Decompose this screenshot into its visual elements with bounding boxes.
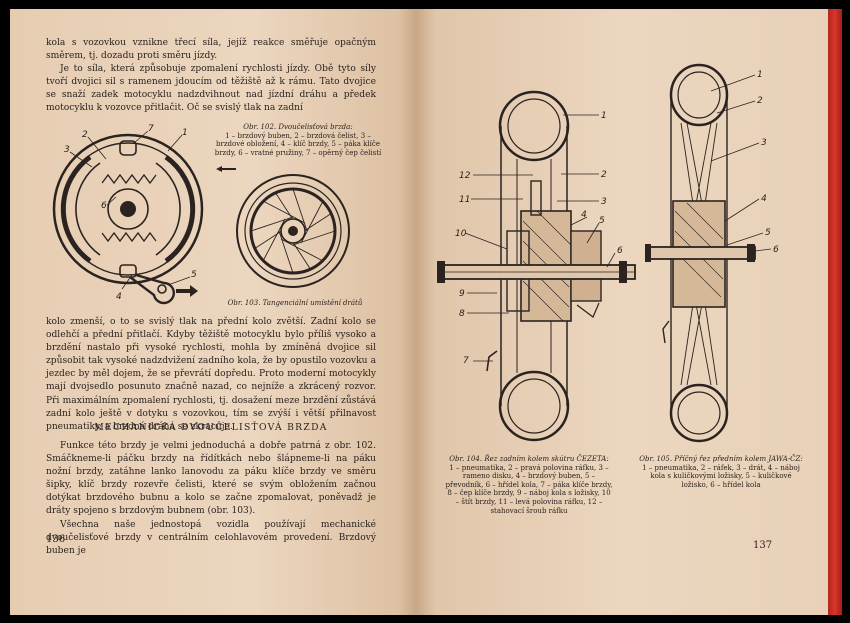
left-page: kola s vozovkou vznikne třecí síla, její… — [10, 9, 415, 615]
fig104-legend: 1 – pneumatika, 2 – pravá polovina ráfku… — [445, 463, 613, 515]
right-page: 1 2 3 4 5 6 7 8 9 10 11 12 Obr. 104. Řez… — [415, 9, 828, 615]
paragraph-4: Funkce této brzdy je velmi jednoduchá a … — [46, 441, 376, 517]
fig105-label-4: 4 — [761, 194, 767, 204]
fig102-label-6: 6 — [101, 201, 107, 211]
fig105-label-3: 3 — [761, 138, 767, 148]
fig104-label-2: 2 — [601, 170, 607, 180]
fig102-legend: 1 – brzdový buben, 2 – brzdová čelist, 3… — [214, 131, 382, 157]
paragraph-5: Všechna naše jednostopá vozidla používaj… — [46, 519, 376, 556]
fig104-label-12: 12 — [459, 171, 471, 181]
fig104-label-5: 5 — [599, 216, 605, 226]
fig104-label-9: 9 — [459, 289, 465, 299]
paragraph-3: kolo zmenší, o to se svislý tlak na před… — [46, 317, 376, 432]
fig102-caption: Obr. 102. Dvoučelisťová brzda: 1 – brzdo… — [214, 123, 382, 157]
fig102-label-2: 2 — [82, 130, 88, 140]
fig104-label-11: 11 — [459, 195, 470, 205]
fig102-title: Obr. 102. Dvoučelisťová brzda: — [243, 123, 353, 131]
section-title: MECHANICKÁ DVOUČELISŤOVÁ BRZDA — [94, 422, 328, 433]
book-cover-edge — [828, 9, 842, 615]
fig104-rear-wheel-section-drawing: 1 2 3 4 5 6 7 8 9 10 11 12 — [437, 90, 636, 442]
fig102-label-4: 4 — [116, 292, 122, 302]
fig104-label-6: 6 — [617, 246, 623, 256]
fig105-label-5: 5 — [765, 228, 771, 238]
fig102-label-5: 5 — [191, 270, 197, 280]
fig104-label-3: 3 — [601, 197, 607, 207]
fig105-label-1: 1 — [757, 70, 763, 80]
fig104-title: Obr. 104. Řez zadním kolem skútru ČEZETA… — [449, 455, 609, 463]
fig102-label-1: 1 — [182, 128, 188, 138]
book-spread: kola s vozovkou vznikne třecí síla, její… — [10, 9, 842, 615]
paragraph-1: kola s vozovkou vznikne třecí síla, její… — [46, 38, 376, 62]
fig104-label-4: 4 — [581, 210, 587, 220]
fig102-brake-drum-drawing: 3 2 7 1 6 4 5 — [52, 124, 204, 305]
fig103-caption: Obr. 103. Tangenciální umístění drátů — [206, 299, 384, 308]
fig103-spoked-wheel-drawing — [236, 174, 350, 288]
page-number-right: 137 — [753, 540, 773, 551]
paragraph-2: Je to síla, která způsobuje zpomalení ry… — [46, 64, 376, 114]
left-mid-text: kolo zmenší, o to se svislý tlak na před… — [46, 316, 376, 434]
fig105-title: Obr. 105. Příčný řez předním kolem JAWA-… — [639, 455, 803, 463]
fig104-label-8: 8 — [459, 309, 465, 319]
fig105-caption: Obr. 105. Příčný řez předním kolem JAWA-… — [637, 455, 805, 489]
fig102-label-3: 3 — [64, 145, 70, 155]
fig105-legend: 1 – pneumatika, 2 – ráfek, 3 – drát, 4 –… — [642, 463, 800, 489]
left-bottom-text: Funkce této brzdy je velmi jednoduchá a … — [46, 440, 376, 558]
fig105-label-2: 2 — [757, 96, 763, 106]
fig104-label-1: 1 — [601, 111, 607, 121]
fig105-label-6: 6 — [773, 245, 779, 255]
fig102-arrow-icon — [216, 166, 236, 172]
fig104-label-7: 7 — [463, 356, 469, 366]
fig105-front-wheel-section-drawing: 1 2 3 4 5 6 — [645, 63, 779, 443]
fig102-label-7: 7 — [148, 124, 154, 134]
page-number-left: 136 — [46, 534, 66, 545]
fig103-title: Obr. 103. Tangenciální umístění drátů — [227, 299, 363, 307]
fig104-caption: Obr. 104. Řez zadním kolem skútru ČEZETA… — [445, 455, 613, 515]
left-top-text: kola s vozovkou vznikne třecí síla, její… — [46, 37, 376, 116]
fig104-label-10: 10 — [455, 229, 467, 239]
